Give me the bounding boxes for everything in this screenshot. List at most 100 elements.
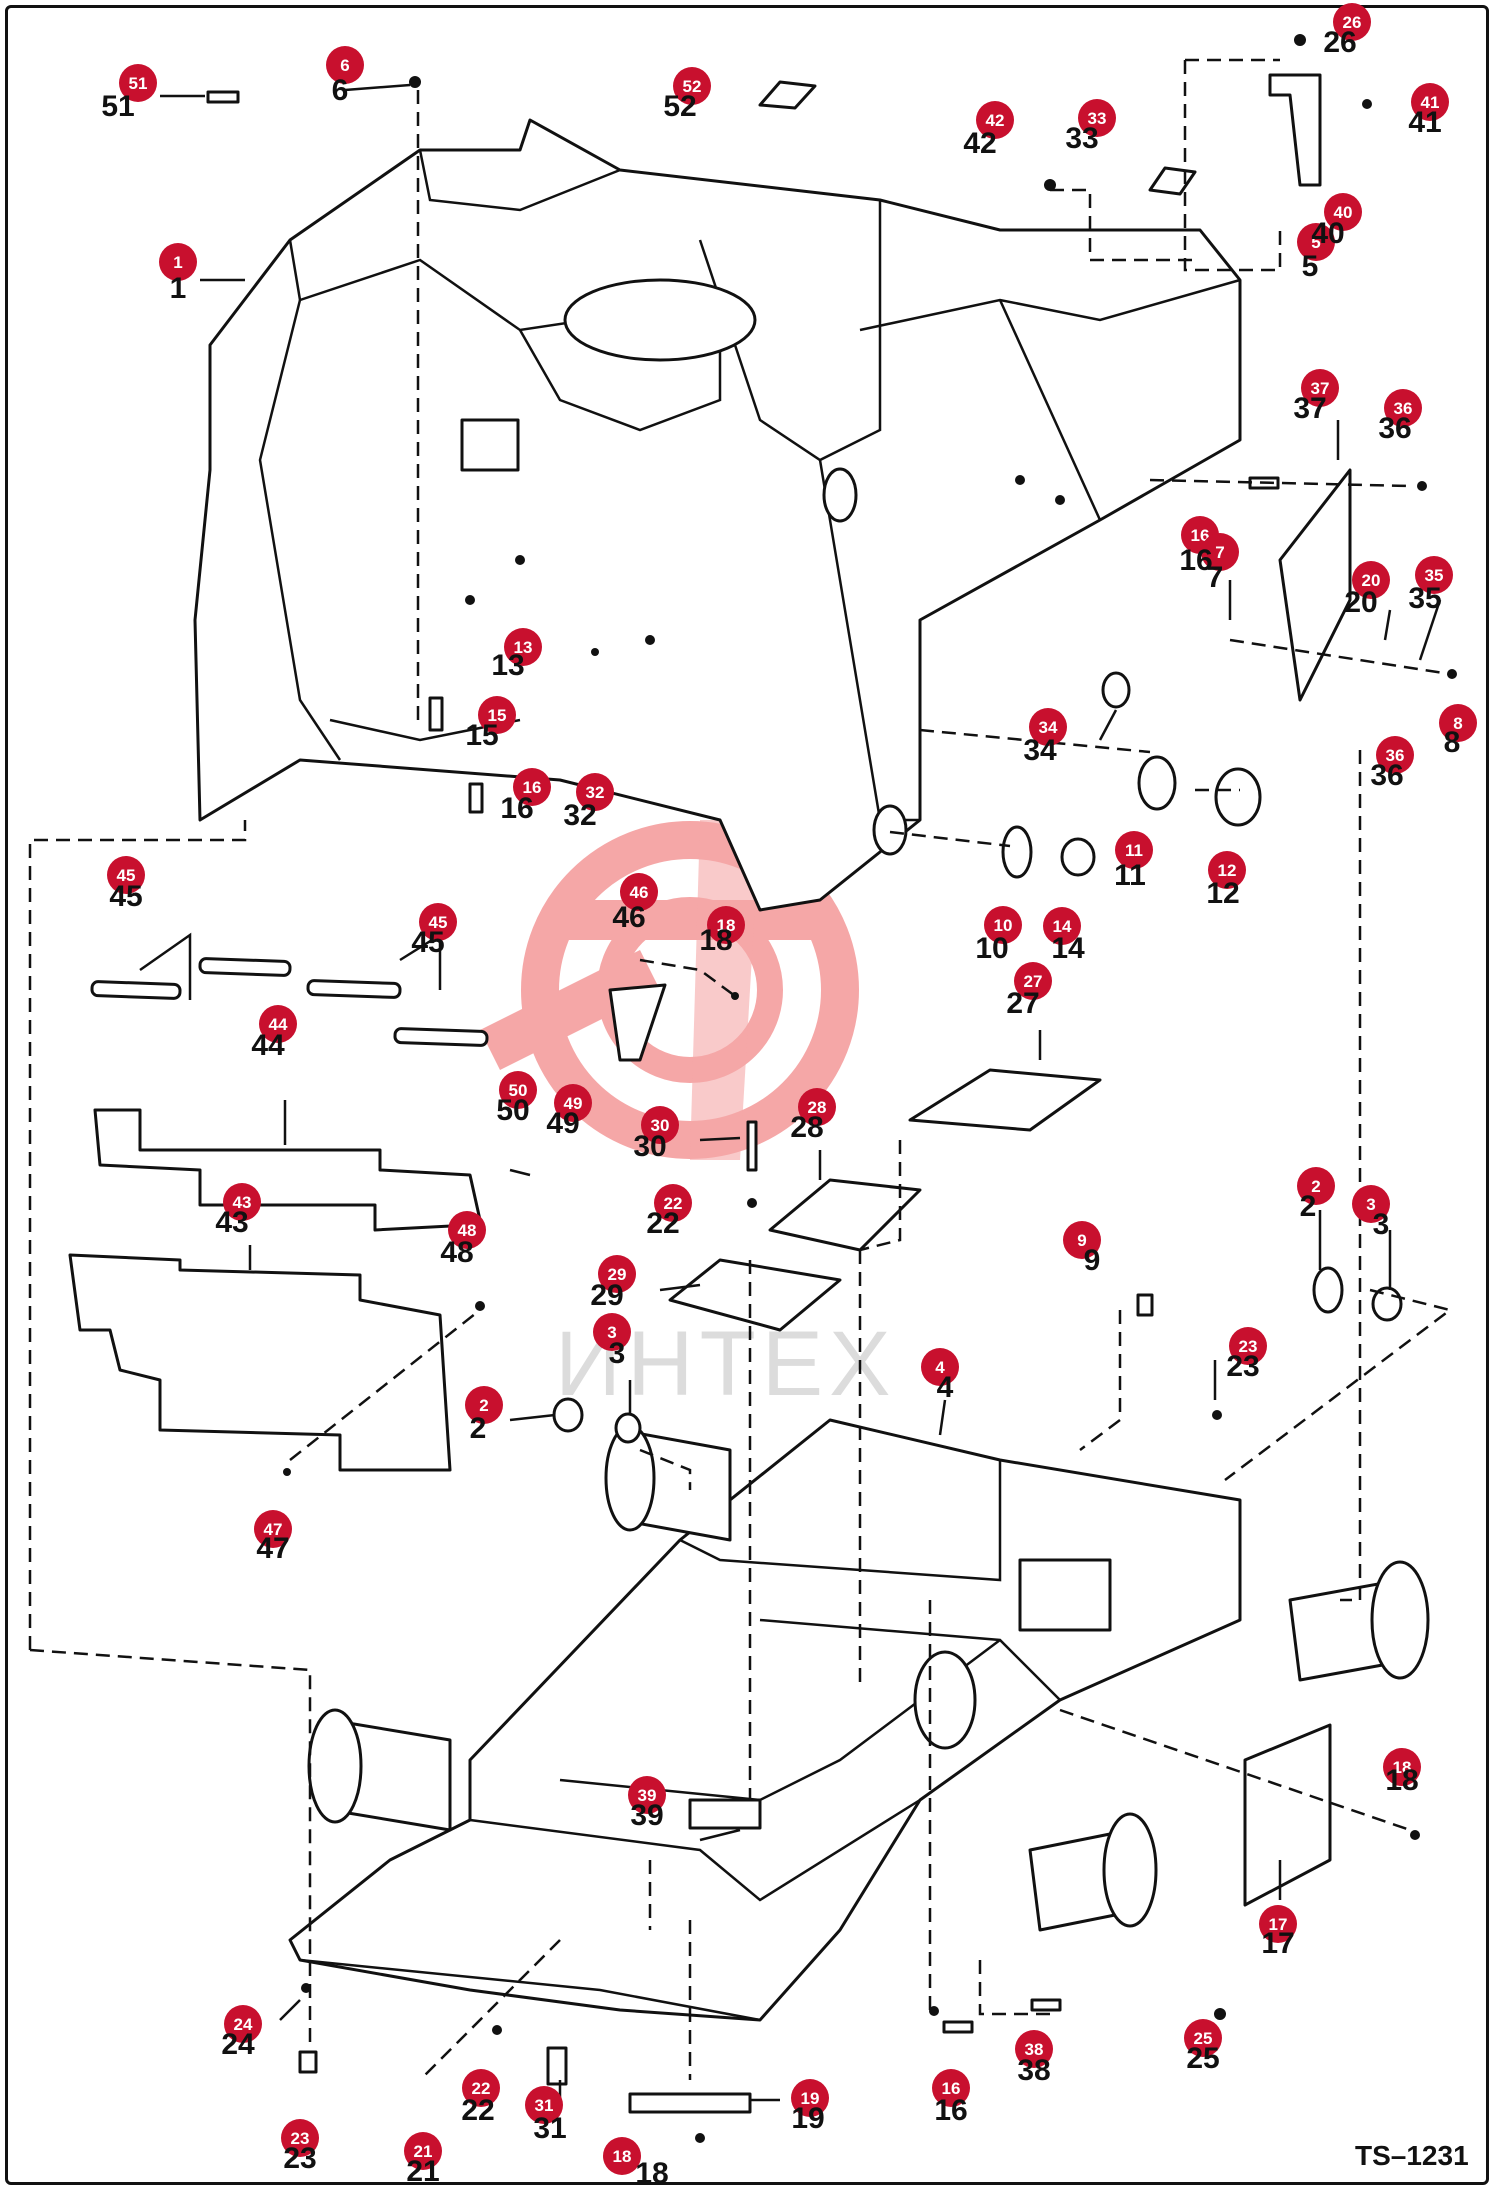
callout-badge-32[interactable]: 32: [576, 773, 614, 811]
callout-badge-31[interactable]: 31: [525, 2086, 563, 2124]
callout-badge-6[interactable]: 6: [326, 46, 364, 84]
callout-badge-8[interactable]: 8: [1439, 704, 1477, 742]
callout-number: 21: [414, 2142, 433, 2161]
callout-badge-18[interactable]: 18: [603, 2137, 641, 2175]
callout-badge-34[interactable]: 34: [1029, 708, 1067, 746]
callout-badge-28[interactable]: 28: [798, 1088, 836, 1126]
callout-badge-2[interactable]: 2: [1297, 1167, 1335, 1205]
callout-badge-15[interactable]: 15: [478, 696, 516, 734]
callout-badge-16[interactable]: 16: [513, 768, 551, 806]
callout-badge-35[interactable]: 35: [1415, 556, 1453, 594]
callout-circle: [1201, 533, 1239, 571]
callout-badge-17[interactable]: 17: [1259, 1905, 1297, 1943]
callout-number: 2: [479, 1396, 488, 1415]
callout-badge-46[interactable]: 46: [620, 873, 658, 911]
callout-number: 2: [1311, 1177, 1320, 1196]
callout-badge-40[interactable]: 40: [1324, 193, 1362, 231]
callout-badge-1[interactable]: 1: [159, 243, 197, 281]
callout-circle: [281, 2119, 319, 2157]
part-number-label-52: 52: [663, 90, 696, 123]
loose-parts: [68, 34, 1457, 2143]
part-number-label-30: 30: [633, 1130, 666, 1163]
callout-badge-3[interactable]: 3: [1352, 1185, 1390, 1223]
callout-badge-4[interactable]: 4: [921, 1348, 959, 1386]
callout-badge-9[interactable]: 9: [1063, 1221, 1101, 1259]
callout-badge-13[interactable]: 13: [504, 628, 542, 666]
callout-badge-7[interactable]: 7: [1201, 533, 1239, 571]
callout-circle: [1324, 193, 1362, 231]
callout-circle: [593, 1313, 631, 1351]
callout-badge-23[interactable]: 23: [1229, 1327, 1267, 1365]
callout-badge-44[interactable]: 44: [259, 1005, 297, 1043]
callout-badge-16[interactable]: 16: [932, 2069, 970, 2107]
callout-badge-36[interactable]: 36: [1384, 389, 1422, 427]
callout-circle: [1229, 1327, 1267, 1365]
callout-badge-36[interactable]: 36: [1376, 736, 1414, 774]
part-number-label-45: 45: [411, 926, 444, 959]
callout-circle: [448, 1211, 486, 1249]
callout-badge-45[interactable]: 45: [107, 856, 145, 894]
callout-circle: [1383, 1748, 1421, 1786]
callout-badge-22[interactable]: 22: [462, 2069, 500, 2107]
callout-badge-41[interactable]: 41: [1411, 83, 1449, 121]
callout-badge-10[interactable]: 10: [984, 906, 1022, 944]
callout-number: 48: [458, 1221, 477, 1240]
callout-badge-47[interactable]: 47: [254, 1510, 292, 1548]
drawing-reference: TS–1231: [1355, 2140, 1469, 2171]
part-number-label-16: 16: [500, 792, 533, 825]
callout-badge-38[interactable]: 38: [1015, 2030, 1053, 2068]
part-number-label-46: 46: [612, 901, 645, 934]
part-number-label-19: 19: [791, 2102, 824, 2135]
callout-badge-39[interactable]: 39: [628, 1776, 666, 1814]
callout-badge-18[interactable]: 18: [1383, 1748, 1421, 1786]
callout-badge-27[interactable]: 27: [1014, 962, 1052, 1000]
callout-badge-33[interactable]: 33: [1078, 99, 1116, 137]
callout-badge-37[interactable]: 37: [1301, 369, 1339, 407]
callout-badge-48[interactable]: 48: [448, 1211, 486, 1249]
callout-circle: [1415, 556, 1453, 594]
callout-badge-50[interactable]: 50: [499, 1071, 537, 1109]
callout-badge-25[interactable]: 25: [1184, 2019, 1222, 2057]
callout-number: 34: [1039, 718, 1058, 737]
callout-circle: [707, 906, 745, 944]
callout-badge-2[interactable]: 2: [465, 1386, 503, 1424]
callout-badge-5[interactable]: 5: [1297, 223, 1335, 261]
callout-badge-21[interactable]: 21: [404, 2132, 442, 2170]
callout-number: 27: [1024, 972, 1043, 991]
callout-badge-29[interactable]: 29: [598, 1255, 636, 1293]
callout-number: 16: [942, 2079, 961, 2098]
callout-badge-12[interactable]: 12: [1208, 851, 1246, 889]
callout-number: 20: [1362, 571, 1381, 590]
part-number-label-4: 4: [937, 1371, 954, 1404]
callout-badge-24[interactable]: 24: [224, 2005, 262, 2043]
callout-badge-52[interactable]: 52: [673, 67, 711, 105]
callout-circle: [465, 1386, 503, 1424]
callout-badge-43[interactable]: 43: [223, 1183, 261, 1221]
part-number-label-38: 38: [1017, 2054, 1050, 2087]
callout-badge-45[interactable]: 45: [419, 903, 457, 941]
callout-badge-51[interactable]: 51: [119, 64, 157, 102]
callout-badge-30[interactable]: 30: [641, 1106, 679, 1144]
callout-badge-19[interactable]: 19: [791, 2079, 829, 2117]
callout-number: 9: [1077, 1231, 1086, 1250]
callout-circle: [798, 1088, 836, 1126]
callout-badge-18[interactable]: 18: [707, 906, 745, 944]
callout-number: 12: [1218, 861, 1237, 880]
callout-badge-22[interactable]: 22: [654, 1184, 692, 1222]
callout-badge-23[interactable]: 23: [281, 2119, 319, 2157]
callout-badge-11[interactable]: 11: [1115, 831, 1153, 869]
callout-badge-14[interactable]: 14: [1043, 907, 1081, 945]
callout-badge-49[interactable]: 49: [554, 1084, 592, 1122]
callout-badge-20[interactable]: 20: [1352, 561, 1390, 599]
callout-number: 30: [651, 1116, 670, 1135]
callout-badge-42[interactable]: 42: [976, 101, 1014, 139]
axle-hub-front-right: [1288, 1560, 1430, 1682]
callout-number: 22: [664, 1194, 683, 1213]
callout-number: 13: [514, 638, 533, 657]
callout-badge-3[interactable]: 3: [593, 1313, 631, 1351]
callout-circle: [620, 873, 658, 911]
callout-badge-26[interactable]: 26: [1333, 3, 1371, 41]
part-number-label-41: 41: [1408, 106, 1441, 139]
part-number-label-36: 36: [1370, 759, 1403, 792]
